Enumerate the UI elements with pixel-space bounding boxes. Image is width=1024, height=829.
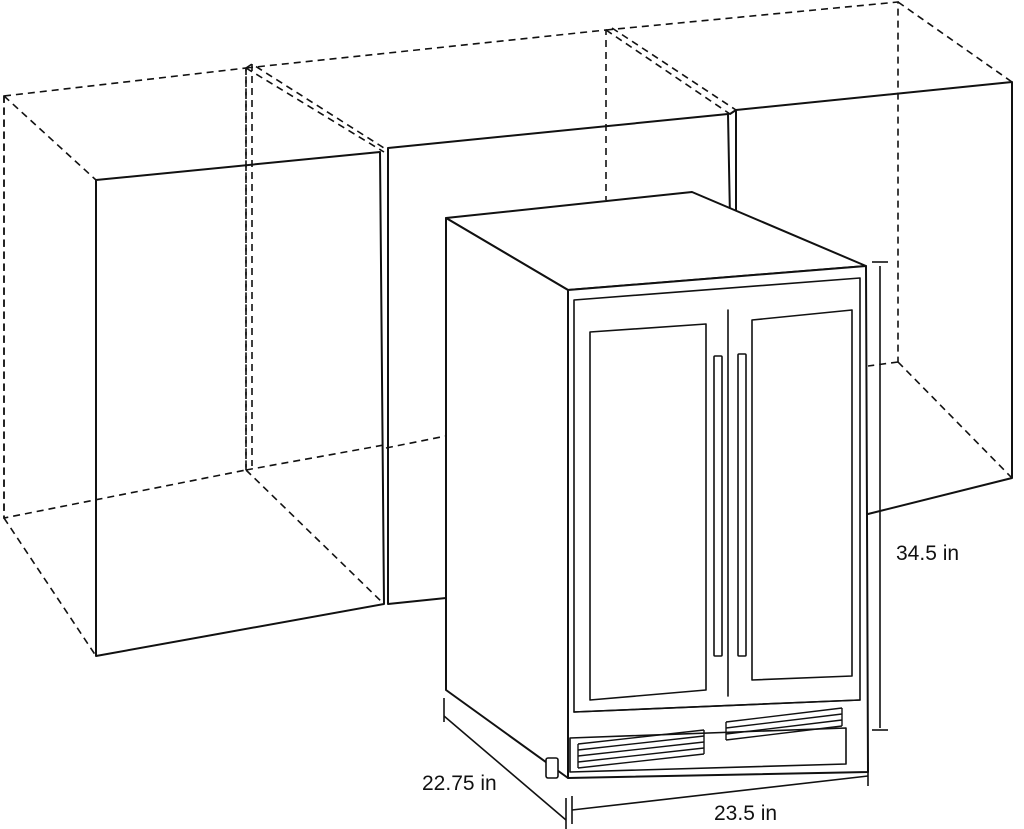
depth-label: 22.75 in	[422, 772, 497, 795]
cooler-foot	[545, 757, 559, 779]
right-vent-grille	[725, 707, 843, 741]
width-dimension-line	[571, 775, 869, 811]
left-door-glass	[589, 323, 707, 701]
left-door-handle	[713, 355, 723, 657]
right-door-glass	[751, 309, 853, 681]
left-vent-grille	[577, 729, 705, 769]
dashed-cabinet-outlines	[3, 1, 1013, 657]
kick-plate	[569, 727, 847, 773]
left-cabinet-panel	[95, 151, 385, 657]
beverage-cooler	[445, 191, 869, 779]
height-label: 34.5 in	[896, 542, 959, 565]
cooler-side	[445, 217, 569, 779]
dimension-lines	[443, 261, 888, 829]
right-cabinet-panel	[735, 81, 1013, 515]
cabinet-front-panels	[95, 81, 1013, 657]
right-door-handle	[737, 353, 747, 657]
width-label: 23.5 in	[714, 802, 777, 825]
depth-dimension-line	[443, 715, 567, 821]
middle-cabinet-panel	[387, 113, 731, 605]
